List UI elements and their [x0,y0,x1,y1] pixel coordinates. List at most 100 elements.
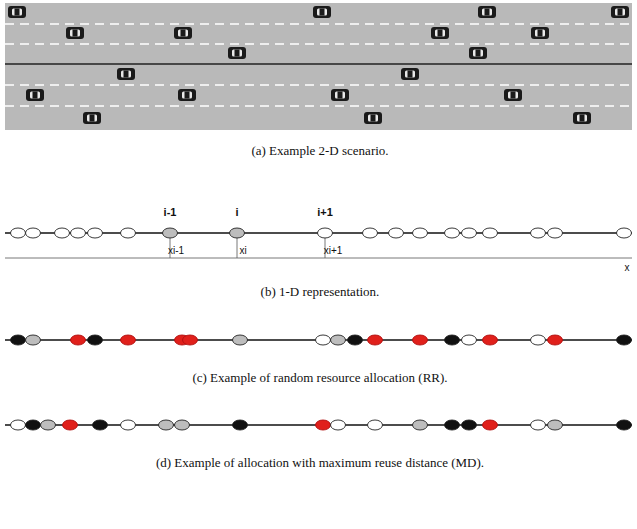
car [117,68,135,80]
vehicle-dot [71,335,86,345]
tick [237,236,238,258]
car [26,89,44,101]
vehicle-dot [88,335,103,345]
vehicle-dot [11,420,26,430]
car [228,47,246,59]
vehicle-dot [88,228,103,238]
vehicle-dot [462,228,477,238]
vehicle-dot [121,420,136,430]
vehicle-dot [26,420,41,430]
vehicle-dot [548,228,563,238]
vehicle-dot [163,228,178,238]
vehicle-dot [483,335,498,345]
car-window [405,71,415,78]
vehicle-dot [445,335,460,345]
vehicle-dot [175,420,190,430]
vehicle-dot [531,420,546,430]
car-roof [15,9,20,16]
vehicle-index: i [235,206,238,218]
median-line [5,63,632,65]
vehicle-dot [11,335,26,345]
lane-line [5,43,632,44]
vehicle-dot [55,228,70,238]
vehicle-dot [548,335,563,345]
car [331,89,349,101]
car-window [12,9,22,16]
car-window [435,30,445,37]
car-roof [408,71,413,78]
vehicle-dot [11,228,26,238]
caption: (b) 1-D representation. [261,284,380,300]
caption: (c) Example of random resource allocatio… [192,370,447,386]
vehicle-dot [389,228,404,238]
vehicle-dot [121,228,136,238]
car [174,27,192,39]
lane-line [5,105,632,106]
car-window [368,115,378,122]
vehicle-dot [368,335,383,345]
car [573,112,591,124]
car [66,27,84,39]
vehicle-dot [348,335,363,345]
vehicle-dot [445,420,460,430]
car [469,47,487,59]
vehicle-dot [445,228,460,238]
car-roof [371,115,376,122]
position-label: xi [239,245,246,256]
car-roof [124,71,129,78]
car [83,112,101,124]
car-roof [73,30,78,37]
car-roof [485,9,490,16]
car [8,6,26,18]
vehicle-dot [548,420,563,430]
vehicle-dot [368,420,383,430]
car-window [335,92,345,99]
car [504,89,522,101]
car [531,27,549,39]
vehicle-dot [316,420,331,430]
car [431,27,449,39]
vehicle-dot [316,335,331,345]
vehicle-dot [93,420,108,430]
cars [8,6,629,124]
car-window [182,92,192,99]
car [313,6,331,18]
vehicle-dot [413,335,428,345]
vehicle-dot [462,420,477,430]
car-window [482,9,492,16]
vehicles-1d [11,228,632,430]
car-window [87,115,97,122]
car-window [178,30,188,37]
car [178,89,196,101]
road [5,3,632,130]
vehicle-dot [121,335,136,345]
vehicle-dot [159,420,174,430]
vehicle-dot [483,420,498,430]
vehicle-dot [413,228,428,238]
vehicle-dot [483,228,498,238]
car-roof [235,50,240,57]
caption: (d) Example of allocation with maximum r… [156,455,484,471]
car-window [121,71,131,78]
car-roof [580,115,585,122]
caption: (a) Example 2-D scenario. [251,143,388,159]
car-window [473,50,483,57]
car-roof [33,92,38,99]
vehicle-dot [617,228,632,238]
car-roof [90,115,95,122]
vehicle-dot [331,420,346,430]
vehicle-dot [41,420,56,430]
vehicle-dot [531,228,546,238]
car [478,6,496,18]
car-roof [181,30,186,37]
vehicle-index: i-1 [164,206,177,218]
car-roof [511,92,516,99]
vehicle-dot [71,228,86,238]
vehicle-dot [183,335,198,345]
car-window [577,115,587,122]
car-window [30,92,40,99]
position-label: xi+1 [324,245,343,256]
vehicle-dot [318,228,333,238]
vehicle-dot [462,335,477,345]
